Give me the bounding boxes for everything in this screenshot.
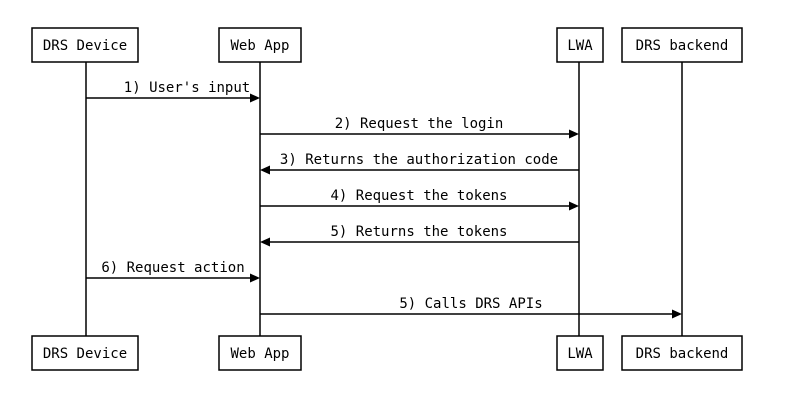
participant-top-drs-device: DRS Device — [31, 27, 139, 63]
arrowhead-icon — [569, 201, 579, 211]
message-label: 6) Request action — [101, 260, 244, 276]
participant-bottom-drs-device: DRS Device — [31, 335, 139, 371]
message-label: 3) Returns the authorization code — [280, 152, 558, 168]
message-2: 2) Request the login — [260, 116, 579, 139]
arrowhead-icon — [569, 129, 579, 139]
participant-bottom-lwa: LWA — [556, 335, 604, 371]
message-label: 2) Request the login — [335, 116, 504, 132]
arrowhead-icon — [260, 237, 270, 247]
participant-label: Web App — [230, 38, 289, 54]
message-6: 6) Request action — [86, 260, 260, 283]
message-7: 5) Calls DRS APIs — [260, 296, 682, 319]
participant-label: DRS Device — [43, 346, 127, 362]
participant-label: LWA — [567, 346, 593, 362]
participant-bottom-drs-backend: DRS backend — [621, 335, 743, 371]
message-5: 5) Returns the tokens — [260, 224, 579, 247]
participant-label: DRS Device — [43, 38, 127, 54]
participant-top-web-app: Web App — [218, 27, 302, 63]
arrowhead-icon — [672, 309, 682, 319]
message-3: 3) Returns the authorization code — [260, 152, 579, 175]
message-label: 1) User's input — [124, 80, 250, 96]
arrowhead-icon — [250, 93, 260, 103]
participant-label: Web App — [230, 346, 289, 362]
message-label: 5) Returns the tokens — [330, 224, 507, 240]
participant-top-lwa: LWA — [556, 27, 604, 63]
message-label: 4) Request the tokens — [330, 188, 507, 204]
participant-label: DRS backend — [636, 346, 729, 362]
arrowhead-icon — [250, 273, 260, 283]
participant-bottom-web-app: Web App — [218, 335, 302, 371]
message-4: 4) Request the tokens — [260, 188, 579, 211]
message-1: 1) User's input — [86, 80, 260, 103]
participant-label: DRS backend — [636, 38, 729, 54]
arrowhead-icon — [260, 165, 270, 175]
participant-label: LWA — [567, 38, 593, 54]
message-label: 5) Calls DRS APIs — [399, 296, 542, 312]
participant-top-drs-backend: DRS backend — [621, 27, 743, 63]
